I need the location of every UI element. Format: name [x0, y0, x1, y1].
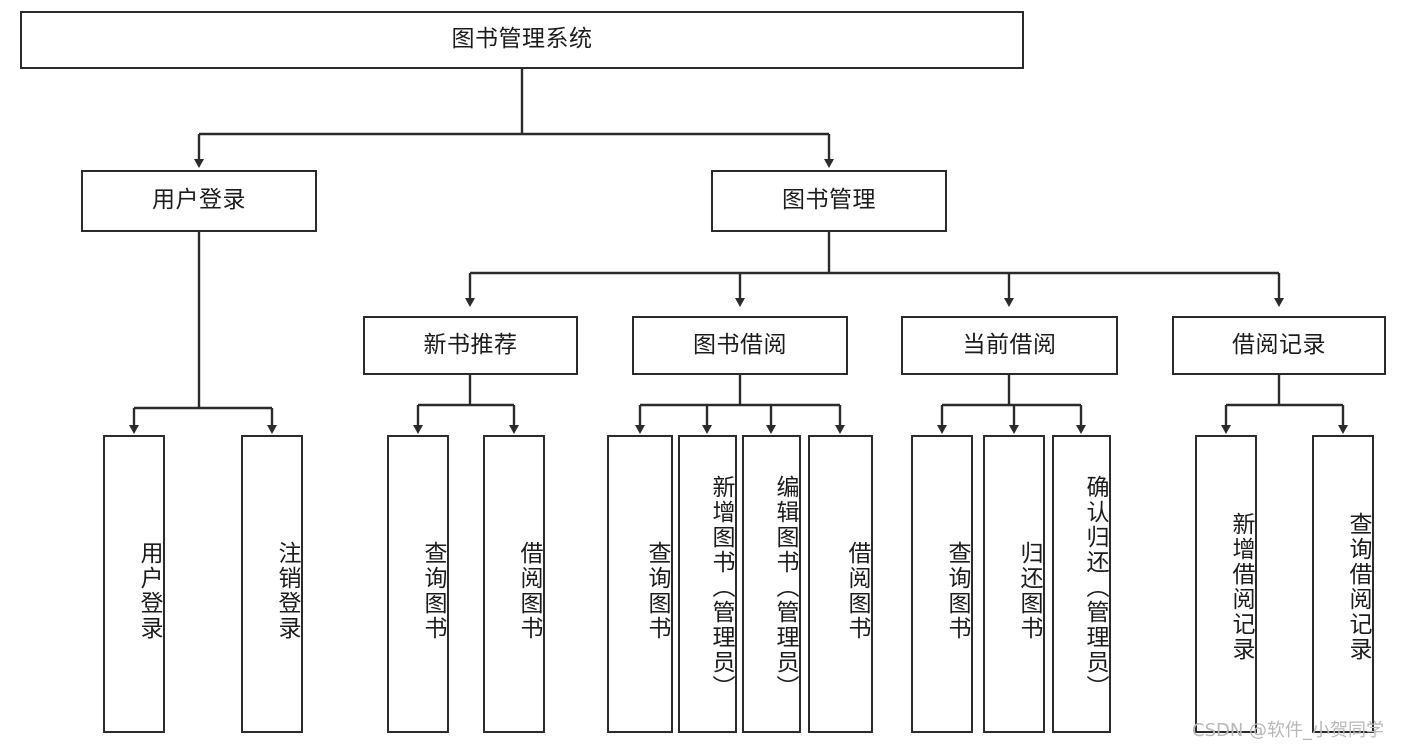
node-leaf-confirm-return-admin[interactable]: 确认归还（管理员）: [1052, 435, 1111, 733]
node-leaf-borrow-book[interactable]: 借阅图书: [808, 435, 873, 733]
node-leaf-user-login[interactable]: 用户登录: [103, 435, 165, 733]
node-leaf-borrow-book-recommend[interactable]: 借阅图书: [483, 435, 545, 733]
node-borrow-record[interactable]: 借阅记录: [1172, 316, 1386, 375]
node-user-login[interactable]: 用户登录: [81, 170, 317, 232]
node-leaf-add-book-admin[interactable]: 新增图书（管理员）: [678, 435, 737, 733]
node-leaf-query-borrow-record[interactable]: 查询借阅记录: [1312, 435, 1374, 733]
node-current-borrow[interactable]: 当前借阅: [901, 316, 1118, 375]
node-leaf-query-book-current[interactable]: 查询图书: [911, 435, 973, 733]
node-leaf-logout-login[interactable]: 注销登录: [241, 435, 303, 733]
node-book-management[interactable]: 图书管理: [711, 170, 947, 232]
node-book-borrow[interactable]: 图书借阅: [632, 316, 848, 375]
node-leaf-query-book-recommend[interactable]: 查询图书: [387, 435, 449, 733]
node-new-book-recommend[interactable]: 新书推荐: [363, 316, 578, 375]
csdn-watermark: CSDN @软件_小贺同学: [1192, 720, 1385, 741]
node-leaf-edit-book-admin[interactable]: 编辑图书（管理员）: [742, 435, 801, 733]
node-system-title[interactable]: 图书管理系统: [20, 11, 1024, 69]
node-leaf-return-book[interactable]: 归还图书: [983, 435, 1045, 733]
node-leaf-add-borrow-record[interactable]: 新增借阅记录: [1195, 435, 1257, 733]
node-leaf-query-book-borrow[interactable]: 查询图书: [607, 435, 673, 733]
